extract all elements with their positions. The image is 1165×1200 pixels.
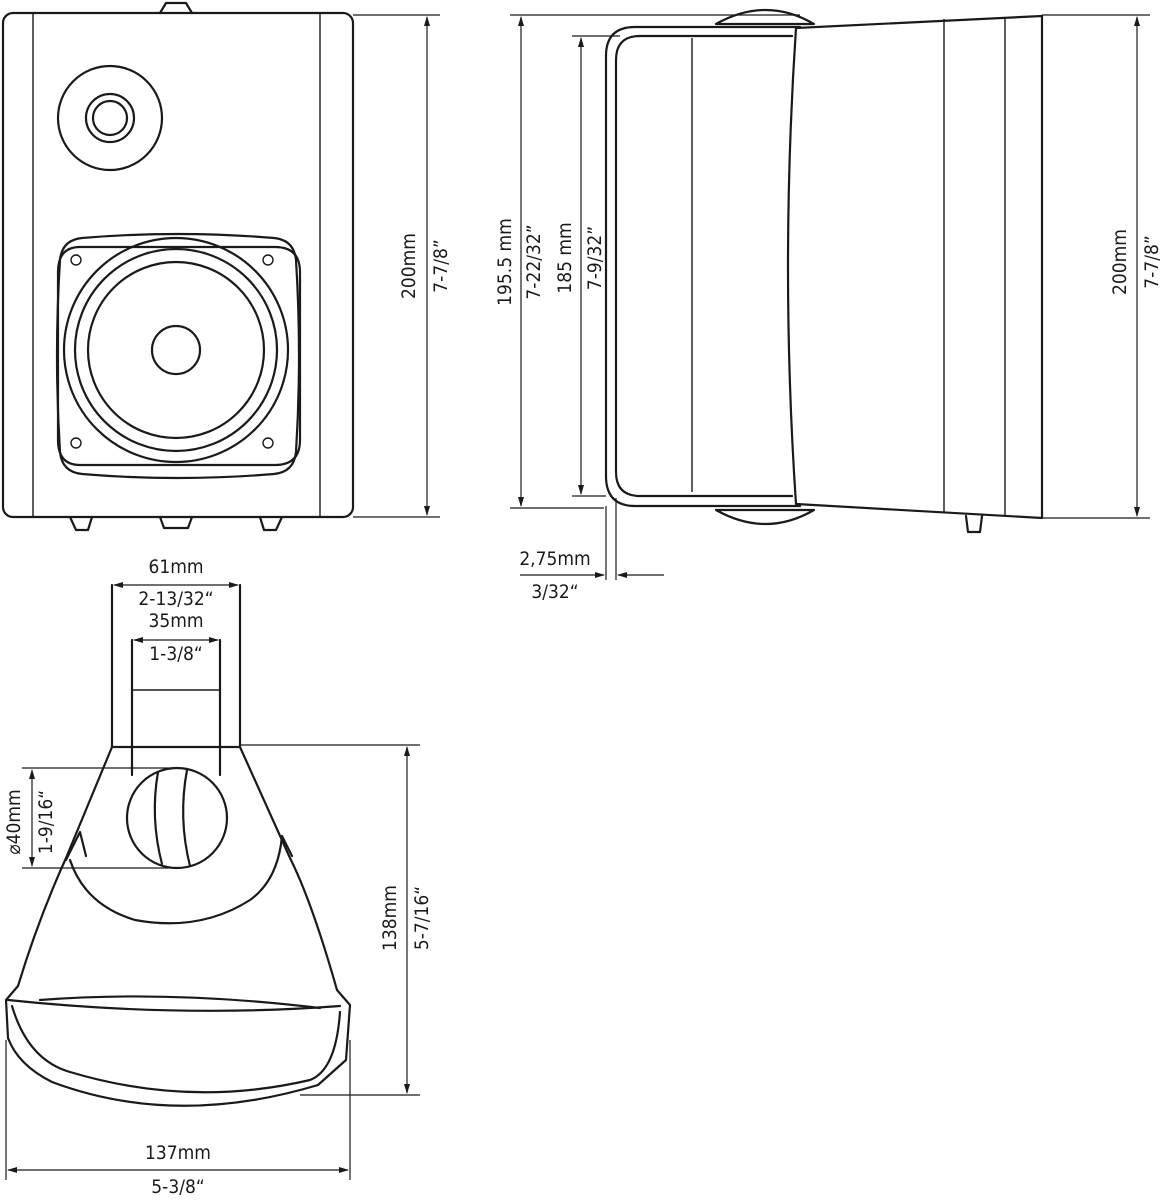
bracket-view: 61mm 2-13/32“ 35mm 1-3/8“ ⌀40mm 1-9/16“ … [3, 556, 433, 1198]
front-height-mm-label: 200mm [398, 233, 420, 299]
bracket-thickness-in-label: 3/32“ [531, 581, 578, 603]
side-cabinet-height-in-label: 7-7/8ˮ [1141, 235, 1163, 288]
side-inner-height-mm-label: 185 mm [554, 222, 576, 293]
bracket-dimensions: 61mm 2-13/32“ 35mm 1-3/8“ ⌀40mm 1-9/16“ … [3, 556, 433, 1198]
knob-diameter-in-label: 1-9/16“ [35, 790, 57, 854]
front-height-dimension: 200mm 7-7/8ˮ [353, 14, 452, 518]
side-view: 195.5 mm 7-22/32ˮ 185 mm 7-9/32ˮ 200mm 7… [494, 9, 1163, 603]
side-overall-height-mm-label: 195.5 mm [494, 218, 516, 306]
side-inner-height-in-label: 7-9/32ˮ [584, 226, 606, 290]
front-height-in-label: 7-7/8ˮ [430, 239, 452, 292]
front-cabinet [1, 1, 355, 532]
bracket-inner-width-mm-label: 35mm [148, 610, 203, 632]
tweeter [56, 64, 164, 172]
knob-diameter-mm-label: ⌀40mm [3, 789, 25, 854]
side-dimensions: 195.5 mm 7-22/32ˮ 185 mm 7-9/32ˮ 200mm 7… [494, 14, 1163, 603]
bracket-outer-width-mm-label: 61mm [148, 556, 203, 578]
bracket-outer-width-in-label: 2-13/32“ [138, 588, 213, 610]
mounting-bracket-side [604, 9, 816, 525]
side-cabinet [786, 14, 1044, 534]
bracket-depth-mm-label: 138mm [379, 885, 401, 951]
woofer [55, 232, 302, 480]
front-view: 200mm 7-7/8ˮ [1, 1, 452, 532]
bracket-outline [4, 583, 352, 1107]
bracket-inner-width-in-label: 1-3/8“ [149, 643, 202, 665]
bracket-depth-in-label: 5-7/16“ [411, 886, 433, 950]
side-cabinet-height-mm-label: 200mm [1109, 229, 1131, 295]
bracket-width-mm-label: 137mm [145, 1142, 211, 1164]
bracket-thickness-mm-label: 2,75mm [519, 548, 590, 570]
bracket-width-in-label: 5-3/8“ [151, 1176, 204, 1198]
bracket-knob [125, 766, 229, 870]
side-overall-height-in-label: 7-22/32ˮ [523, 224, 545, 299]
